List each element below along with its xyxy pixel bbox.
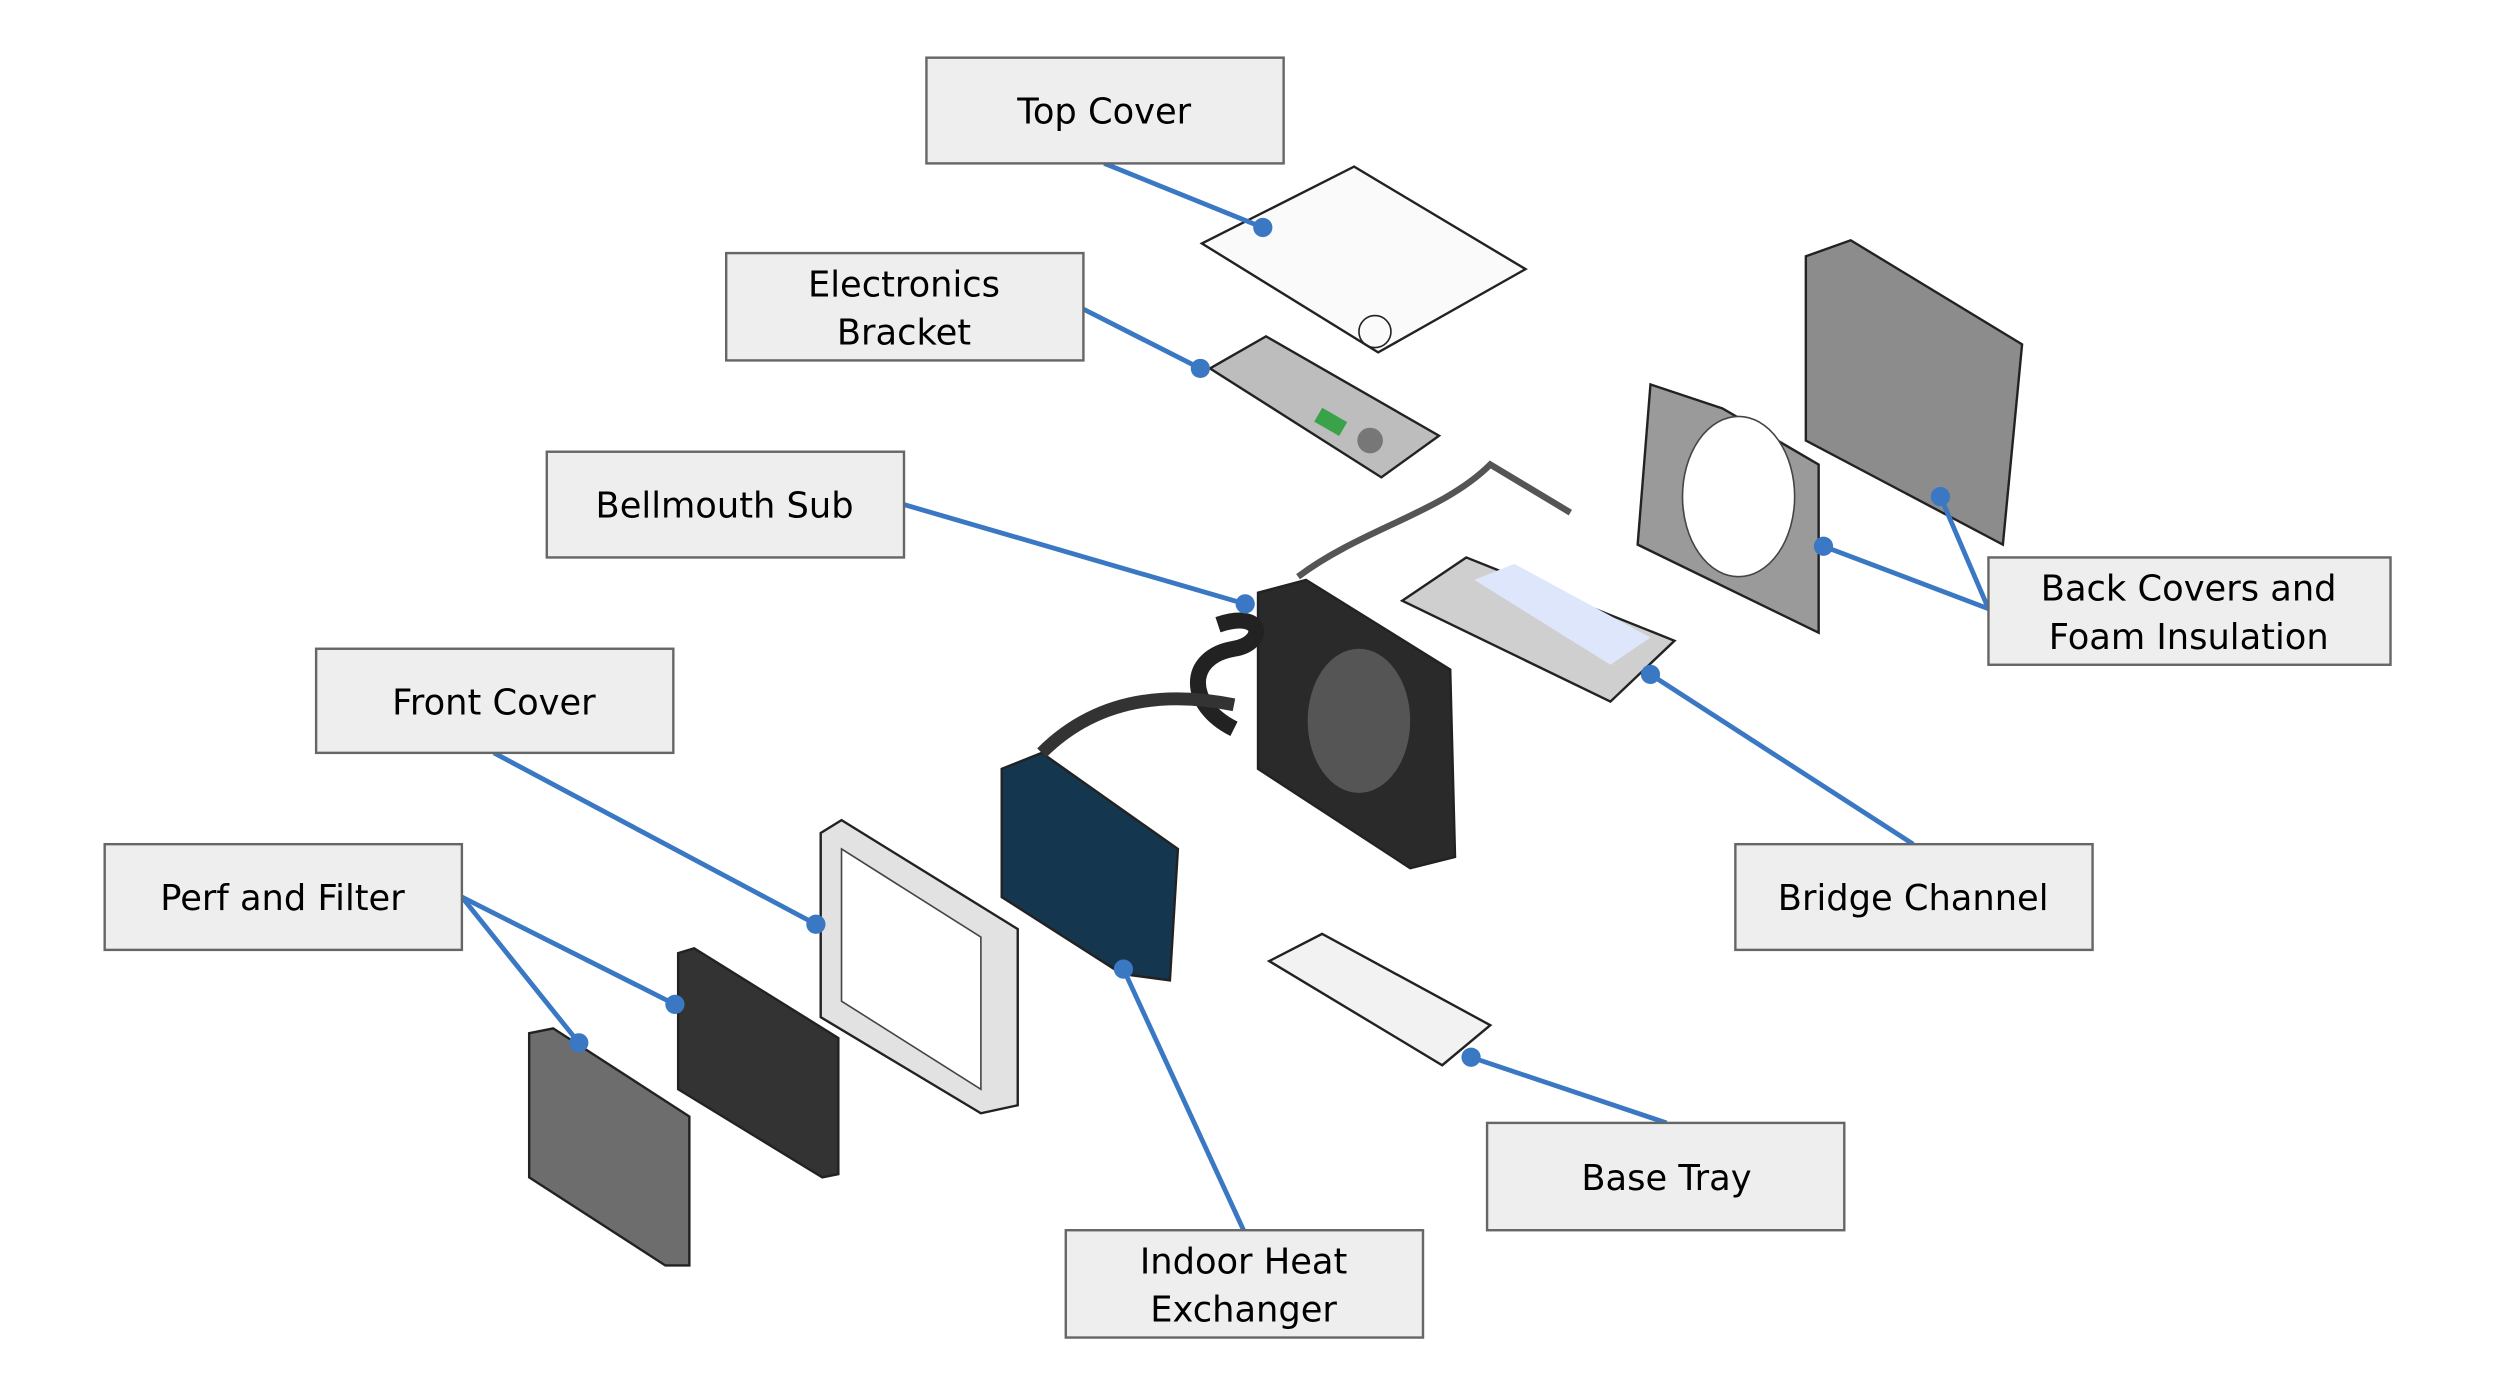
label-bridge-channel: Bridge Channel — [1734, 842, 2094, 952]
label-back-covers-and-foam-insulation: Back Covers and Foam Insulation — [1987, 556, 2392, 666]
svg-text:Indoor Heat: Indoor Heat — [1140, 1241, 1347, 1282]
bellmouth-sub-part — [1190, 460, 1573, 870]
svg-text:Bracket: Bracket — [837, 312, 971, 353]
indoor-heat-exchanger-part — [1000, 692, 1236, 982]
svg-text:Front Cover: Front Cover — [392, 682, 596, 723]
svg-text:Top Cover: Top Cover — [1016, 91, 1191, 132]
svg-text:Bellmouth Sub: Bellmouth Sub — [596, 485, 854, 526]
front-cover-part — [819, 818, 1019, 1115]
svg-text:Bridge Channel: Bridge Channel — [1778, 878, 2049, 919]
top-cover-part — [1199, 165, 1528, 354]
svg-text:Foam Insulation: Foam Insulation — [2049, 617, 2329, 658]
svg-text:Exchanger: Exchanger — [1150, 1290, 1337, 1331]
perf-and-filter-part — [527, 946, 840, 1267]
back-covers-part — [1636, 238, 2024, 635]
leader-lines — [460, 161, 1991, 1232]
label-front-cover: Front Cover — [314, 647, 675, 755]
label-top-cover: Top Cover — [925, 56, 1285, 165]
svg-text:Electronics: Electronics — [808, 264, 1000, 305]
label-base-tray: Base Tray — [1485, 1121, 1846, 1232]
electronics-bracket-part — [1207, 335, 1442, 479]
label-perf-and-filter: Perf and Filter — [103, 842, 464, 952]
label-electronics-bracket: Electronics Bracket — [724, 251, 1085, 362]
svg-text:Perf and Filter: Perf and Filter — [160, 878, 405, 919]
label-indoor-heat-exchanger: Indoor Heat Exchanger — [1064, 1229, 1425, 1339]
svg-text:Base Tray: Base Tray — [1581, 1158, 1751, 1199]
svg-text:Back Covers and: Back Covers and — [2041, 569, 2337, 610]
label-bellmouth-sub: Bellmouth Sub — [545, 450, 906, 559]
base-tray-part — [1266, 932, 1493, 1067]
bridge-channel-part — [1399, 556, 1677, 704]
